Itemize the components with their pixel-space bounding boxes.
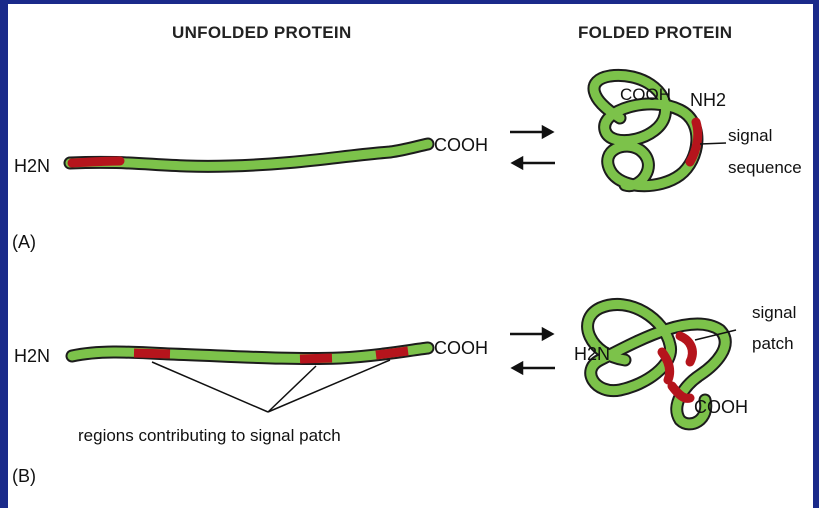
panel-a-folded-c-terminus: COOH [620,85,671,104]
signal-sequence-label-1: signal [728,126,772,145]
unfolded-chain-a [70,144,428,166]
signal-region-1 [134,353,170,354]
panel-a-c-terminus: COOH [434,135,488,155]
panel-b-c-terminus: COOH [434,338,488,358]
panel-b-label: (B) [12,466,36,486]
panel-a-folded-n-terminus: NH2 [690,90,726,110]
signal-sequence-label-2: sequence [728,158,802,177]
signal-region-2 [300,358,332,359]
signal-region-3 [376,351,408,355]
regions-pointers [152,360,390,412]
panel-a-label: (A) [12,232,36,252]
panel-a: H2N COOH COOH NH2 signal sequence ( [12,75,802,252]
panel-a-n-terminus: H2N [14,156,50,176]
signal-sequence-unfolded [72,161,120,163]
panel-b-n-terminus: H2N [14,346,50,366]
signal-sequence-pointer [700,143,726,144]
header-folded: FOLDED PROTEIN [578,23,732,42]
panel-b: H2N COOH regions contributing to signal … [12,303,796,486]
equilibrium-arrows-b [510,329,555,373]
signal-patch-label-2: patch [752,334,794,353]
regions-caption: regions contributing to signal patch [78,426,341,445]
panel-b-folded-c-terminus: COOH [694,397,748,417]
header-unfolded: UNFOLDED PROTEIN [172,23,352,42]
equilibrium-arrows-a [510,127,555,168]
signal-patch-label-1: signal [752,303,796,322]
signal-patch-part-2 [680,336,692,362]
panel-b-folded-n-terminus: H2N [574,344,610,364]
unfolded-chain-b [72,348,428,359]
